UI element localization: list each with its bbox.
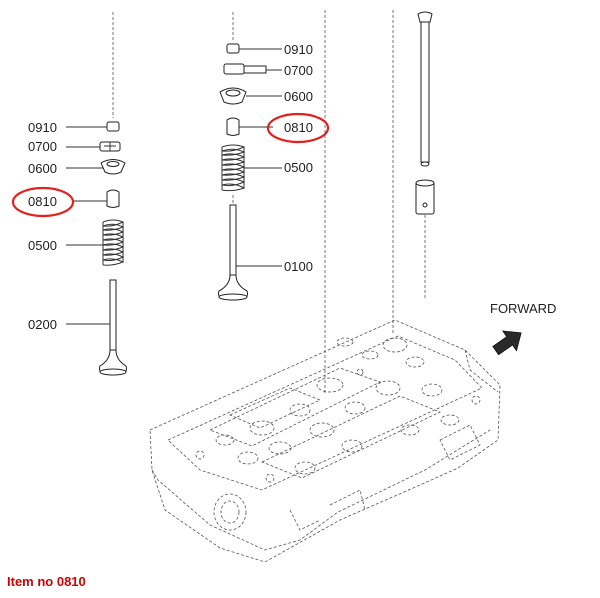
highlight-circle-right [266,112,330,144]
right-label-0500: 0500 [284,160,313,175]
left-label-0600: 0600 [28,161,57,176]
left-valve-stack [66,121,127,376]
left-label-0500: 0500 [28,238,57,253]
left-valve-retainer [66,159,126,175]
left-label-0810: 0810 [28,194,57,209]
item-caption: Item no 0810 [7,574,86,589]
axis-lines [112,10,426,395]
right-valve-stem [218,204,282,301]
cylinder-head [149,319,501,563]
forward-arrow-icon [492,330,522,356]
left-valve-stem [66,279,127,376]
forward-label: FORWARD [490,301,556,316]
push-rod [417,11,433,167]
right-label-0700: 0700 [284,63,313,78]
right-valve-seal [226,117,273,136]
left-valve-spring [66,219,125,266]
right-valve-cap [226,43,282,54]
right-label-0600: 0600 [284,89,313,104]
left-label-0700: 0700 [28,139,57,154]
highlight-circle-left [11,186,75,218]
right-valve-spring [221,144,282,192]
right-label-0100: 0100 [284,259,313,274]
right-valve-retainer [219,87,282,105]
tappet [415,179,435,215]
left-valve-keeper [66,141,121,152]
left-label-0910: 0910 [28,120,57,135]
left-valve-cap [66,121,120,132]
left-label-0200: 0200 [28,317,57,332]
right-valve-keeper [223,63,282,75]
right-valve-stack [218,43,282,301]
left-valve-seal [73,189,120,208]
right-label-0810: 0810 [284,120,313,135]
right-label-0910: 0910 [284,42,313,57]
